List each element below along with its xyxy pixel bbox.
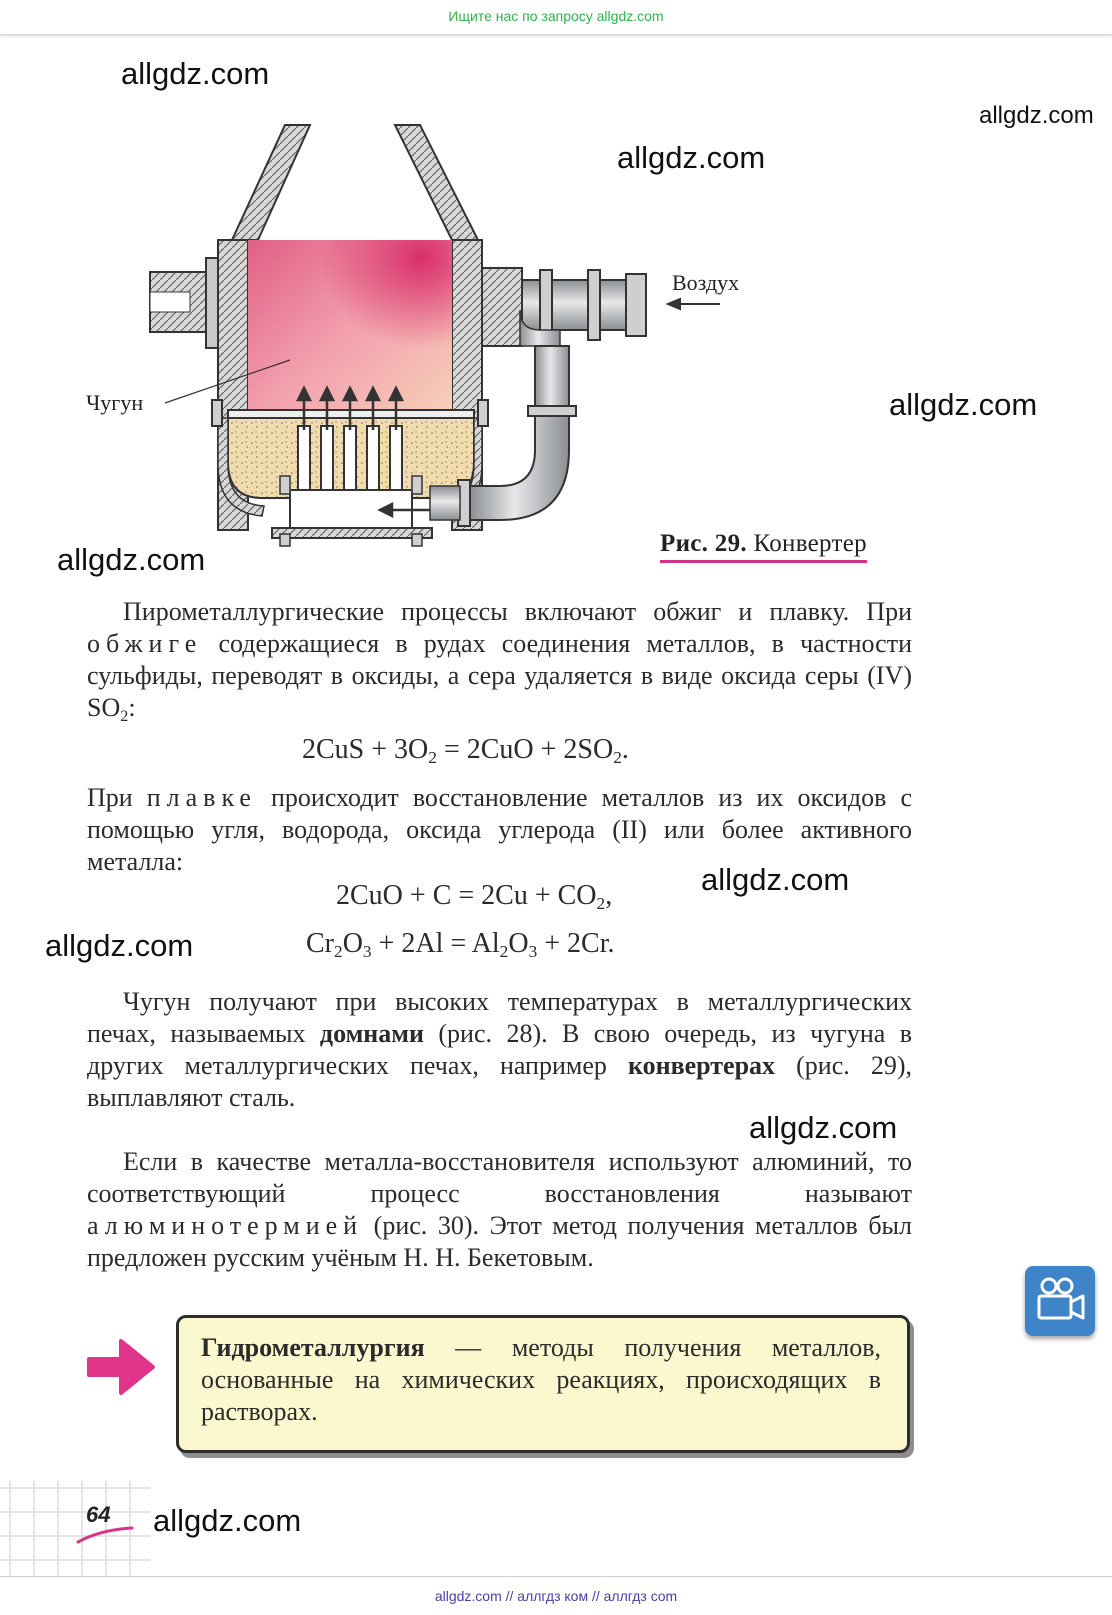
watermark: allgdz.com [749, 1110, 898, 1145]
eq-part: + 2Al = Al [371, 928, 500, 959]
label-air: Воздух [672, 270, 739, 295]
eq-part: = 2CuO + 2SO [436, 734, 614, 765]
eq-part: 2CuS + 3O [302, 734, 429, 765]
definition-text: Гидрометаллургия — методы получения мета… [201, 1332, 881, 1428]
text-segment: (рис. 28). В свою очередь, из чугуна в д… [87, 1019, 912, 1080]
caption-number: Рис. 29. [660, 530, 747, 557]
subscript: 2 [596, 894, 606, 914]
equation-aluminothermy: Cr2O3 + 2Al = Al2O3 + 2Cr. [306, 928, 615, 962]
eq-part: 2CuO + C = 2Cu + CO [336, 880, 597, 911]
eq-part: , [605, 880, 613, 911]
equation-carbon-reduction: 2CuO + C = 2Cu + CO2, [336, 880, 612, 914]
eq-part: O [342, 928, 363, 959]
subscript: 2 [120, 707, 129, 725]
video-button[interactable] [1025, 1266, 1095, 1336]
converter-illustration: Чугун Воздух [86, 124, 739, 547]
caption-title: Конвертер [753, 530, 867, 557]
spaced-term: плавке [146, 783, 257, 812]
watermark: allgdz.com [617, 140, 766, 175]
definition-term: Гидрометаллургия [201, 1333, 425, 1362]
text-segment: При [87, 783, 147, 812]
top-banner[interactable]: Ищите нас по запросу allgdz.com [0, 0, 1112, 34]
watermark: allgdz.com [889, 387, 1038, 422]
spaced-term: обжиге [87, 629, 203, 658]
paragraph-smelting: При плавке происходит восстановление мет… [87, 782, 912, 878]
subscript: 2 [334, 942, 343, 962]
watermark: allgdz.com [57, 542, 206, 577]
definition-body: — методы получения металлов, основанные … [201, 1333, 881, 1426]
text-segment: Если в качестве металла-восстановителя и… [87, 1147, 912, 1208]
subscript: 2 [428, 748, 437, 768]
watermark: allgdz.com [121, 56, 270, 91]
label-cast-iron: Чугун [86, 390, 143, 415]
footer-links[interactable]: allgdz.com // аллгдз ком // аллгдз com [0, 1576, 1112, 1615]
bold-term: домнами [319, 1019, 424, 1048]
subscript: 2 [499, 942, 509, 962]
definition-box: Гидрометаллургия — методы получения мета… [176, 1315, 910, 1453]
text-segment: : [128, 693, 136, 722]
eq-part: Cr [306, 928, 334, 959]
text-segment: (рис. 29), выплавляют сталь. [87, 1051, 912, 1112]
corner-grid [0, 1480, 150, 1576]
eq-part: O [508, 928, 529, 959]
video-camera-icon [1037, 1277, 1085, 1320]
spaced-term: алюминотермией [87, 1211, 364, 1240]
paragraph-pyrometallurgy: Пирометаллургические процессы включают о… [87, 596, 912, 733]
watermark: allgdz.com [979, 102, 1094, 129]
pink-right-arrow-icon [87, 1339, 155, 1395]
watermark: allgdz.com [45, 928, 194, 963]
bold-term: конвертерах [627, 1051, 776, 1080]
text-segment: Пирометаллургические процессы включают о… [123, 597, 912, 626]
text-segment: происходит восстановление металлов из их… [87, 783, 912, 876]
paragraph-cast-iron: Чугун получают при высоких температурах … [87, 986, 912, 1114]
page-number: 64 [86, 1502, 111, 1527]
subscript: 2 [613, 748, 622, 768]
paragraph-aluminothermy: Если в качестве металла-восстановителя и… [87, 1146, 912, 1274]
text-segment: содержащиеся в рудах соединения металлов… [87, 629, 912, 722]
watermark: allgdz.com [701, 862, 850, 897]
figure-caption: Рис. 29. Конвертер [660, 530, 867, 563]
text-segment: Чугун получают при высоких температурах … [87, 987, 912, 1048]
watermark: allgdz.com [153, 1503, 302, 1538]
eq-part: . [621, 734, 629, 765]
subscript: 3 [362, 942, 372, 962]
text-segment: (рис. 30). Этот метод получения металлов… [87, 1211, 912, 1272]
equation-roasting: 2CuS + 3O2 = 2CuO + 2SO2. [302, 734, 629, 768]
eq-part: + 2Cr. [537, 928, 615, 959]
subscript: 3 [528, 942, 538, 962]
